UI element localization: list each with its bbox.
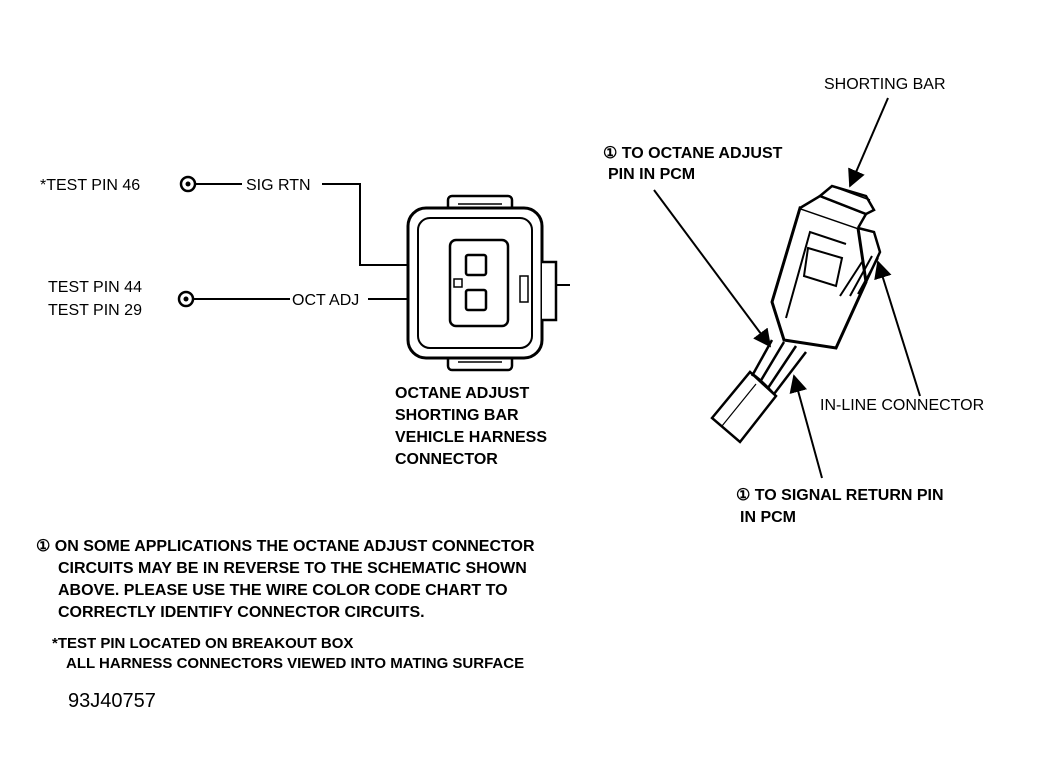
figure-id: 93J40757 bbox=[68, 690, 156, 712]
footnote-line: ABOVE. PLEASE USE THE WIRE COLOR CODE CH… bbox=[58, 582, 508, 599]
signal-return-callout-line: IN PCM bbox=[740, 509, 796, 526]
octane-callout-line: PIN IN PCM bbox=[608, 166, 695, 183]
signal-return-leader bbox=[789, 374, 823, 479]
sig-rtn-terminal bbox=[464, 253, 488, 277]
signal-return-callout-line: ① TO SIGNAL RETURN PIN bbox=[736, 487, 944, 504]
schematic: *TEST PIN 46 TEST PIN 44 TEST PIN 29 SIG… bbox=[40, 175, 570, 468]
harness-connector bbox=[406, 194, 570, 372]
connector-caption: OCTANE ADJUST SHORTING BAR VEHICLE HARNE… bbox=[395, 385, 547, 468]
test-pin-29-label: TEST PIN 29 bbox=[48, 302, 142, 319]
shorting-bar-leader bbox=[848, 97, 889, 188]
shorting-bar-label: SHORTING BAR bbox=[824, 76, 946, 93]
inline-connector-label: IN-LINE CONNECTOR bbox=[820, 397, 984, 414]
inline-connector-leader bbox=[874, 260, 921, 397]
caption-line: CONNECTOR bbox=[395, 451, 498, 468]
pictorial: SHORTING BAR ① TO OCTANE ADJUST PIN IN P… bbox=[603, 76, 984, 526]
test-pin-46-label: *TEST PIN 46 bbox=[40, 177, 140, 194]
octane-callout-line: ① TO OCTANE ADJUST bbox=[603, 145, 783, 162]
sig-rtn-label: SIG RTN bbox=[246, 177, 311, 194]
viewing-note-line: ALL HARNESS CONNECTORS VIEWED INTO MATIN… bbox=[66, 655, 525, 672]
footnote-line: ① ON SOME APPLICATIONS THE OCTANE ADJUST… bbox=[36, 538, 535, 555]
test-pin-46-jack bbox=[179, 175, 197, 193]
caption-line: OCTANE ADJUST bbox=[395, 385, 529, 402]
test-pin-note: *TEST PIN LOCATED ON BREAKOUT BOX ALL HA… bbox=[52, 634, 524, 674]
footnote-line: CORRECTLY IDENTIFY CONNECTOR CIRCUITS. bbox=[58, 604, 425, 621]
octane-leader bbox=[653, 189, 772, 348]
oct-adj-terminal bbox=[464, 288, 488, 312]
inline-connector-body bbox=[770, 194, 882, 350]
harness-cable bbox=[710, 339, 807, 444]
oct-adj-label: OCT ADJ bbox=[292, 292, 359, 309]
caption-line: SHORTING BAR bbox=[395, 407, 519, 424]
test-pin-44-label: TEST PIN 44 bbox=[48, 279, 142, 296]
footnote: ① ON SOME APPLICATIONS THE OCTANE ADJUST… bbox=[36, 536, 535, 624]
shorting-bar bbox=[817, 184, 876, 216]
test-pin-note-line: *TEST PIN LOCATED ON BREAKOUT BOX bbox=[52, 635, 354, 652]
caption-line: VEHICLE HARNESS bbox=[395, 429, 547, 446]
test-pin-44-29-jack bbox=[177, 290, 195, 308]
footnote-line: CIRCUITS MAY BE IN REVERSE TO THE SCHEMA… bbox=[58, 560, 527, 577]
